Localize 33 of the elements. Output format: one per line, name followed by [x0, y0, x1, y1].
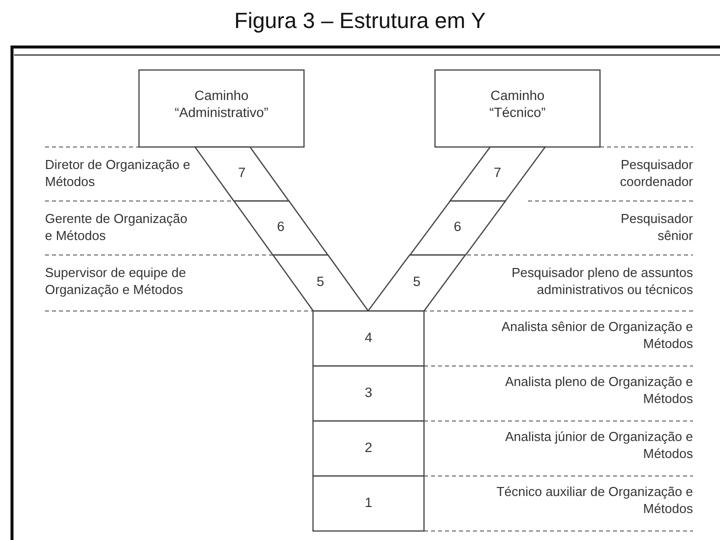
level-segment	[234, 201, 328, 255]
job-title-label: Analista sênior de Organização e Métodos	[500, 319, 693, 353]
level-segment	[450, 147, 545, 201]
job-title-label: Diretor de Organização e Métodos	[45, 157, 192, 191]
job-title-label: Técnico auxiliar de Organização e Métodos	[495, 484, 693, 518]
path-title: Caminho “Administrativo”	[174, 88, 270, 122]
level-number: 2	[364, 440, 374, 456]
path-title: Caminho “Técnico”	[488, 88, 547, 122]
level-box	[313, 311, 424, 366]
level-segment	[410, 201, 506, 255]
level-number: 7	[237, 165, 247, 182]
level-segment	[368, 255, 466, 311]
level-number: 7	[492, 165, 502, 182]
job-title-label: Supervisor de equipe de Organização e Métodos	[45, 265, 187, 299]
level-number: 3	[364, 384, 374, 402]
job-title-label: Pesquisador pleno de assuntos administrativos ou técnicos	[510, 265, 693, 299]
job-title-label: Analista júnior de Organização e Métodos	[504, 429, 693, 463]
job-title-label: Pesquisador coordenador	[619, 157, 693, 191]
level-number: 6	[276, 219, 286, 236]
level-number: 1	[364, 494, 374, 512]
job-title-label: Gerente de Organização e Métodos	[45, 211, 188, 245]
level-box	[313, 366, 424, 421]
job-title-label: Pesquisador sênior	[620, 211, 693, 245]
level-segment	[195, 147, 289, 201]
level-segment	[272, 255, 368, 311]
level-number: 6	[452, 219, 462, 236]
figure-title: Figura 3 – Estrutura em Y	[233, 8, 487, 34]
job-title-label: Analista pleno de Organização e Métodos	[504, 374, 693, 408]
level-number: 5	[316, 274, 326, 291]
level-number: 5	[412, 274, 422, 291]
level-box	[313, 421, 424, 476]
level-number: 4	[364, 330, 374, 346]
level-box	[313, 476, 424, 531]
